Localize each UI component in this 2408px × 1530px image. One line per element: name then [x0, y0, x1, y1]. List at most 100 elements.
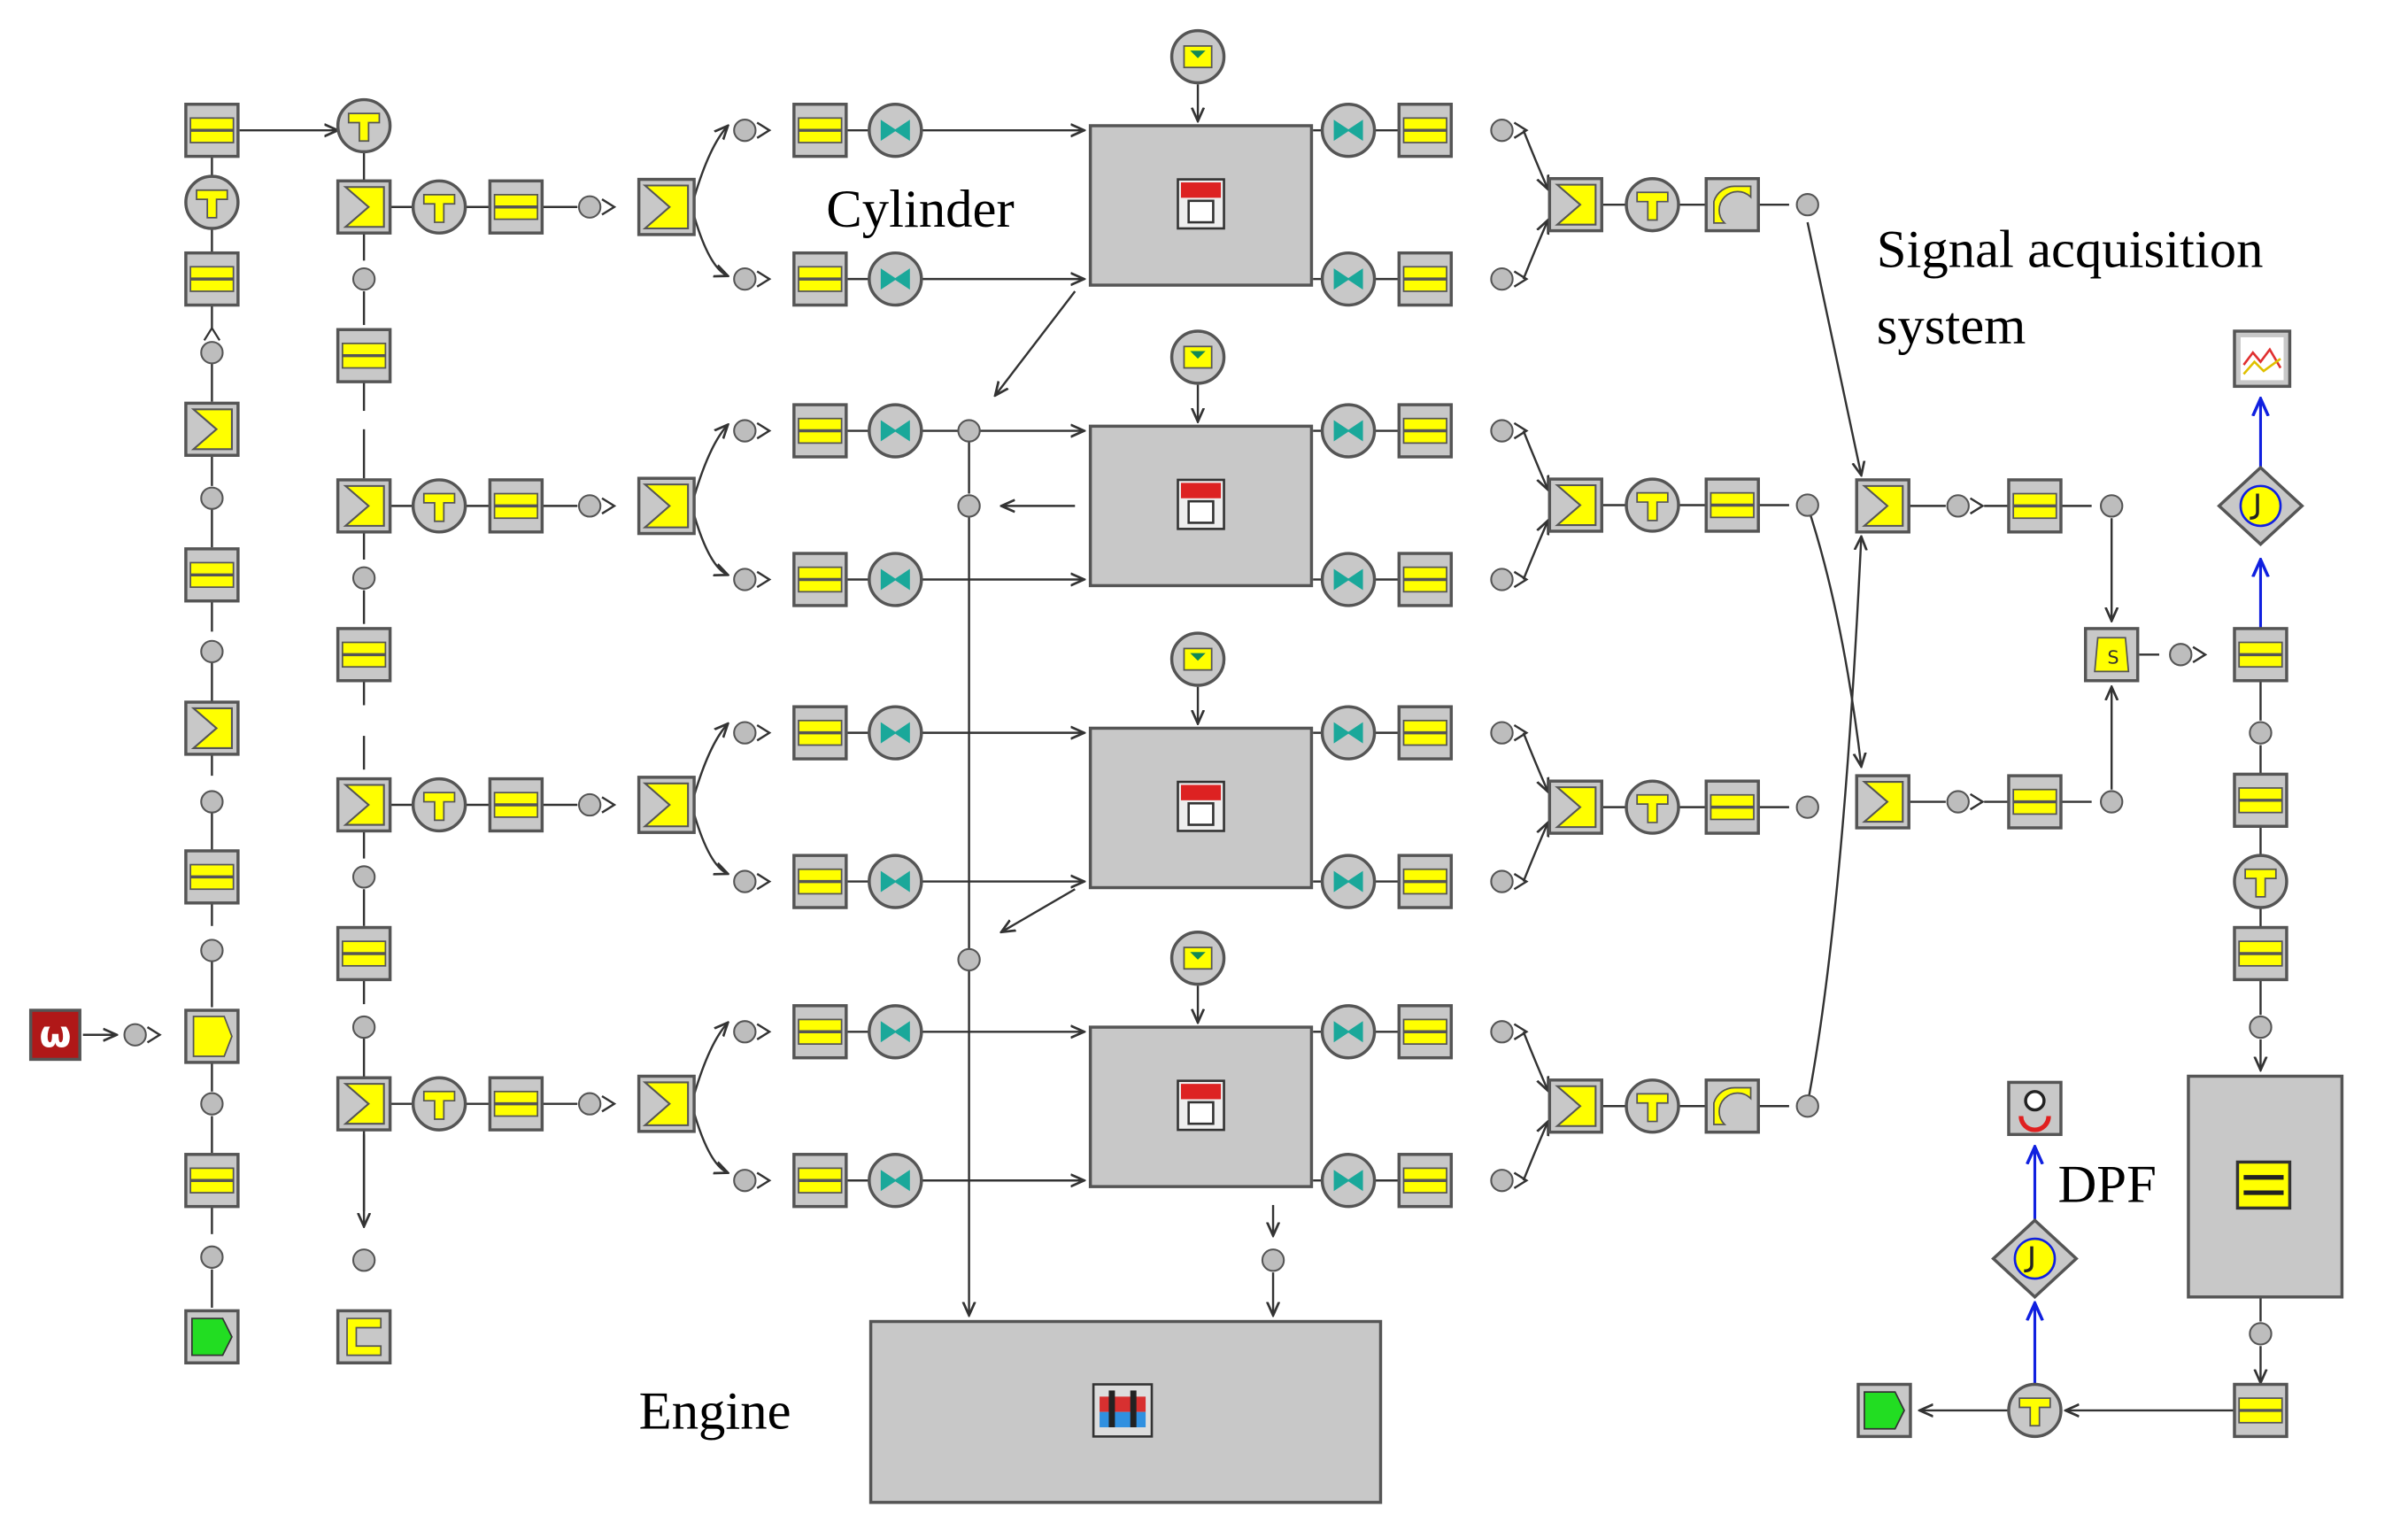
- injector[interactable]: [868, 552, 923, 607]
- injector[interactable]: [1320, 103, 1377, 158]
- node[interactable]: [200, 790, 224, 814]
- turbine[interactable]: [1704, 1078, 1760, 1134]
- intake-end-cap[interactable]: [336, 1309, 392, 1365]
- node[interactable]: [1490, 419, 1514, 443]
- node[interactable]: [1490, 568, 1514, 591]
- injector[interactable]: [868, 251, 923, 307]
- node[interactable]: [957, 494, 981, 518]
- node[interactable]: [351, 1015, 376, 1039]
- dpf-block[interactable]: [2187, 1074, 2344, 1299]
- pipe[interactable]: [184, 849, 240, 905]
- node[interactable]: [1795, 1094, 1819, 1118]
- air-outlet[interactable]: [184, 1309, 240, 1365]
- valve-actuator[interactable]: [1169, 329, 1226, 385]
- pipe[interactable]: [488, 179, 544, 235]
- node[interactable]: [957, 947, 981, 972]
- node[interactable]: [1490, 1020, 1514, 1044]
- intake-plenum-split[interactable]: [637, 776, 696, 834]
- node[interactable]: [2100, 494, 2124, 518]
- valve-actuator[interactable]: [1169, 28, 1226, 85]
- injector[interactable]: [1320, 251, 1377, 307]
- node[interactable]: [1490, 721, 1514, 745]
- node[interactable]: [2249, 1322, 2273, 1346]
- cylinder-block[interactable]: [1088, 124, 1314, 287]
- node[interactable]: [733, 119, 757, 143]
- node[interactable]: [200, 939, 224, 962]
- node[interactable]: [577, 792, 602, 817]
- pipe[interactable]: [2233, 925, 2288, 982]
- air-inlet[interactable]: [184, 1008, 240, 1064]
- pipe[interactable]: [2233, 1382, 2288, 1439]
- pipe[interactable]: [792, 403, 848, 459]
- valve-actuator[interactable]: [1169, 930, 1226, 986]
- pipe[interactable]: [792, 103, 848, 158]
- node[interactable]: [1490, 119, 1514, 143]
- pipe[interactable]: [792, 705, 848, 761]
- node[interactable]: [351, 267, 376, 291]
- node[interactable]: [123, 1023, 147, 1047]
- injector[interactable]: [1320, 854, 1377, 909]
- injector[interactable]: [868, 103, 923, 158]
- throttle[interactable]: [2007, 1382, 2063, 1439]
- injector[interactable]: [1320, 403, 1377, 459]
- node[interactable]: [1795, 493, 1819, 517]
- injector[interactable]: [1320, 1004, 1377, 1060]
- node[interactable]: [351, 566, 376, 590]
- engine-block[interactable]: [868, 1319, 1383, 1504]
- cylinder-block[interactable]: [1088, 726, 1314, 890]
- node[interactable]: [733, 721, 757, 745]
- signal-converter[interactable]: [2217, 465, 2304, 547]
- pipe[interactable]: [1704, 779, 1760, 835]
- pipe[interactable]: [792, 251, 848, 307]
- node[interactable]: [1795, 795, 1819, 819]
- throttle[interactable]: [411, 777, 467, 833]
- node[interactable]: [577, 1092, 602, 1116]
- pipe[interactable]: [792, 1004, 848, 1060]
- node[interactable]: [1261, 1248, 1285, 1272]
- pipe[interactable]: [2233, 627, 2288, 683]
- node[interactable]: [2249, 721, 2273, 745]
- pipe[interactable]: [2007, 478, 2063, 534]
- flow-split[interactable]: [336, 777, 392, 833]
- node[interactable]: [733, 869, 757, 893]
- pipe[interactable]: [792, 854, 848, 909]
- throttle[interactable]: [2233, 854, 2288, 909]
- intake-plenum-split[interactable]: [637, 476, 696, 536]
- injector[interactable]: [868, 854, 923, 909]
- signal-monitor[interactable]: [2233, 329, 2292, 389]
- dpf-sensor[interactable]: [2007, 1080, 2063, 1137]
- injector[interactable]: [868, 1004, 923, 1060]
- node[interactable]: [577, 494, 602, 518]
- node[interactable]: [733, 1169, 757, 1193]
- node[interactable]: [1795, 192, 1819, 217]
- flow-split[interactable]: [1547, 779, 1604, 835]
- injector[interactable]: [1320, 705, 1377, 761]
- throttle[interactable]: [1625, 779, 1680, 835]
- throttle[interactable]: [336, 97, 392, 154]
- throttle[interactable]: [411, 478, 467, 534]
- flow-split[interactable]: [1855, 774, 1910, 830]
- injector[interactable]: [1320, 1153, 1377, 1209]
- node[interactable]: [733, 1020, 757, 1044]
- flow-split[interactable]: [336, 179, 392, 235]
- pipe[interactable]: [184, 251, 240, 307]
- node[interactable]: [2169, 643, 2193, 667]
- pipe[interactable]: [1397, 103, 1454, 158]
- cylinder-block[interactable]: [1088, 424, 1314, 588]
- pipe[interactable]: [2007, 774, 2063, 830]
- node[interactable]: [200, 639, 224, 664]
- node[interactable]: [577, 195, 602, 219]
- node[interactable]: [1946, 494, 1970, 518]
- cylinder-block[interactable]: [1088, 1025, 1314, 1188]
- flow-split[interactable]: [184, 401, 240, 457]
- pipe[interactable]: [1397, 403, 1454, 459]
- node[interactable]: [200, 1092, 224, 1116]
- throttle[interactable]: [1625, 477, 1680, 533]
- injector[interactable]: [868, 705, 923, 761]
- exhaust-outlet[interactable]: [1856, 1382, 1912, 1439]
- throttle[interactable]: [1625, 176, 1680, 233]
- pipe[interactable]: [792, 552, 848, 607]
- pipe[interactable]: [184, 103, 240, 158]
- node[interactable]: [733, 267, 757, 291]
- flow-split[interactable]: [336, 1076, 392, 1132]
